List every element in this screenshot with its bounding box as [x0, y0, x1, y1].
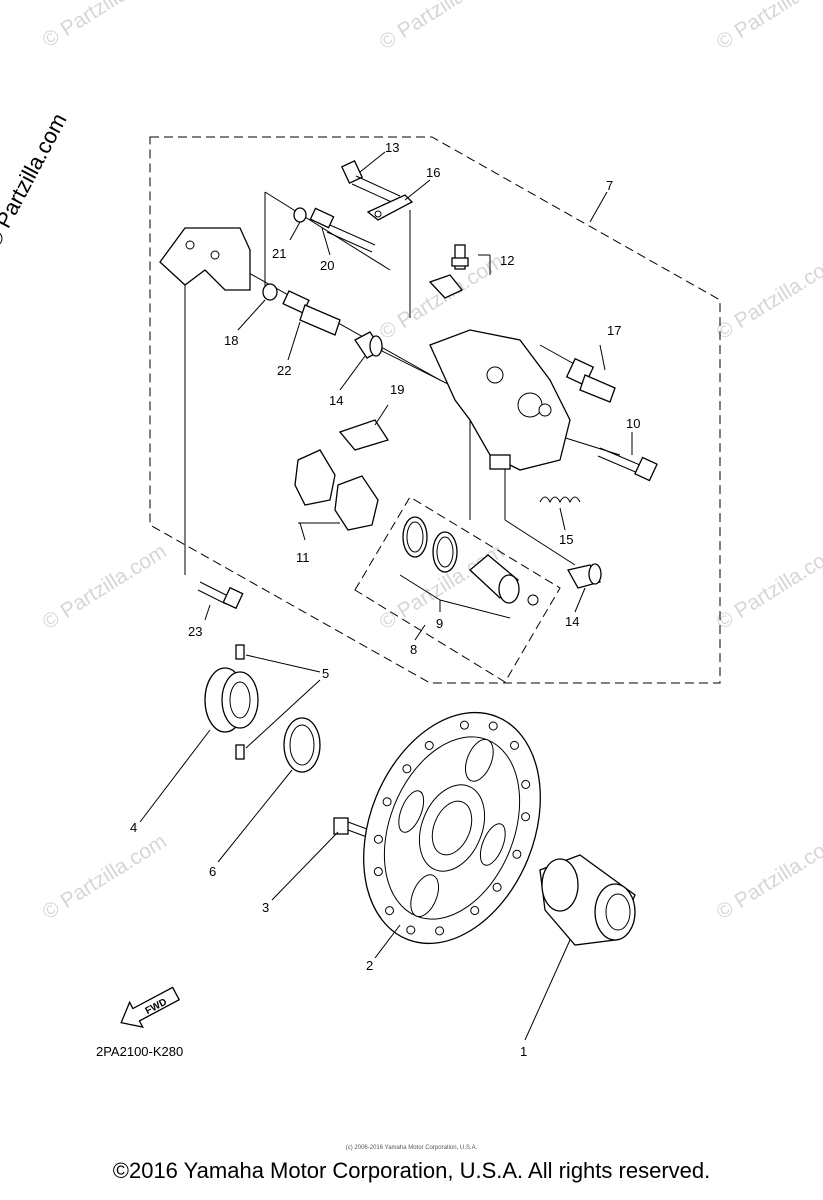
- callout-15: 15: [559, 532, 573, 547]
- callout-13: 13: [385, 140, 399, 155]
- callout-labels: 13 16 7 12 21 20 18 22 14 19 17 10 15 11…: [130, 140, 640, 1059]
- pin-17[interactable]: [565, 357, 616, 403]
- callout-12: 12: [500, 253, 514, 268]
- bolt-13[interactable]: [340, 160, 401, 205]
- watermark-text: © Partzilla.com: [38, 830, 170, 924]
- pad-spring-19[interactable]: [338, 419, 390, 451]
- callout-16: 16: [426, 165, 440, 180]
- callout-6: 6: [209, 864, 216, 879]
- watermark-text: © Partzilla.com: [712, 0, 823, 54]
- callout-8: 8: [410, 642, 417, 657]
- watermark-text: © Partzilla.com: [712, 250, 823, 344]
- fwd-arrow-icon: FWD: [120, 986, 181, 1028]
- callout-10: 10: [626, 416, 640, 431]
- circlip[interactable]: [527, 594, 539, 606]
- callout-3: 3: [262, 900, 269, 915]
- boot-14-lower[interactable]: [567, 563, 602, 589]
- brake-pads-11[interactable]: [294, 449, 379, 531]
- spring-15[interactable]: [539, 496, 581, 504]
- bleed-cap[interactable]: [428, 274, 464, 299]
- nut-4[interactable]: [204, 667, 259, 733]
- callout-11: 11: [296, 550, 310, 565]
- brake-disc-2[interactable]: [331, 686, 573, 970]
- pin-20[interactable]: [309, 207, 376, 253]
- washer-21[interactable]: [293, 207, 307, 223]
- watermark-text: © Partzilla.com: [712, 540, 823, 634]
- washer-6[interactable]: [283, 717, 321, 773]
- set-screws-5[interactable]: [235, 644, 245, 760]
- callout-21: 21: [272, 246, 286, 261]
- bleed-screw-12[interactable]: [451, 244, 469, 270]
- caliper-assembly-boundary: [149, 136, 721, 684]
- piston[interactable]: [469, 554, 520, 604]
- callout-1: 1: [520, 1044, 527, 1059]
- callout-5: 5: [322, 666, 329, 681]
- bolt-10[interactable]: [597, 447, 658, 482]
- watermark-text: © Partzilla.com: [38, 540, 170, 634]
- callout-leaders: [139, 151, 633, 1041]
- footer-copyright: ©2016 Yamaha Motor Corporation, U.S.A. A…: [112, 1158, 711, 1183]
- watermark-text: © Partzilla.com: [375, 250, 507, 344]
- callout-19: 19: [390, 382, 404, 397]
- fwd-label: FWD: [144, 997, 169, 1017]
- boot-14-upper[interactable]: [354, 331, 383, 359]
- callout-9: 9: [436, 616, 443, 631]
- callout-4: 4: [130, 820, 137, 835]
- callout-7: 7: [606, 178, 613, 193]
- caliper-bracket[interactable]: [159, 227, 251, 291]
- slide-pin-22[interactable]: [282, 290, 341, 336]
- washer-18[interactable]: [262, 283, 278, 301]
- callout-20: 20: [320, 258, 334, 273]
- callout-2: 2: [366, 958, 373, 973]
- callout-14-lower: 14: [565, 614, 579, 629]
- caliper-body[interactable]: [429, 329, 571, 471]
- seals-9[interactable]: [402, 516, 458, 573]
- watermark-text: © Partzilla.com: [38, 0, 170, 52]
- callout-18: 18: [224, 333, 238, 348]
- watermark-text: © Partzilla.com: [712, 830, 823, 924]
- hub-1[interactable]: [539, 854, 636, 946]
- watermark-text: © Partzilla.com: [375, 0, 507, 54]
- callout-23: 23: [188, 624, 202, 639]
- callout-14-upper: 14: [329, 393, 343, 408]
- callout-22: 22: [277, 363, 291, 378]
- callout-17: 17: [607, 323, 621, 338]
- tiny-copyright: (c) 2006-2016 Yamaha Motor Corporation, …: [345, 1145, 478, 1151]
- diagram-code: 2PA2100-K280: [96, 1044, 184, 1059]
- bolt-23[interactable]: [197, 581, 244, 610]
- clip-16[interactable]: [366, 194, 414, 221]
- piston-kit-boundary: [354, 496, 561, 683]
